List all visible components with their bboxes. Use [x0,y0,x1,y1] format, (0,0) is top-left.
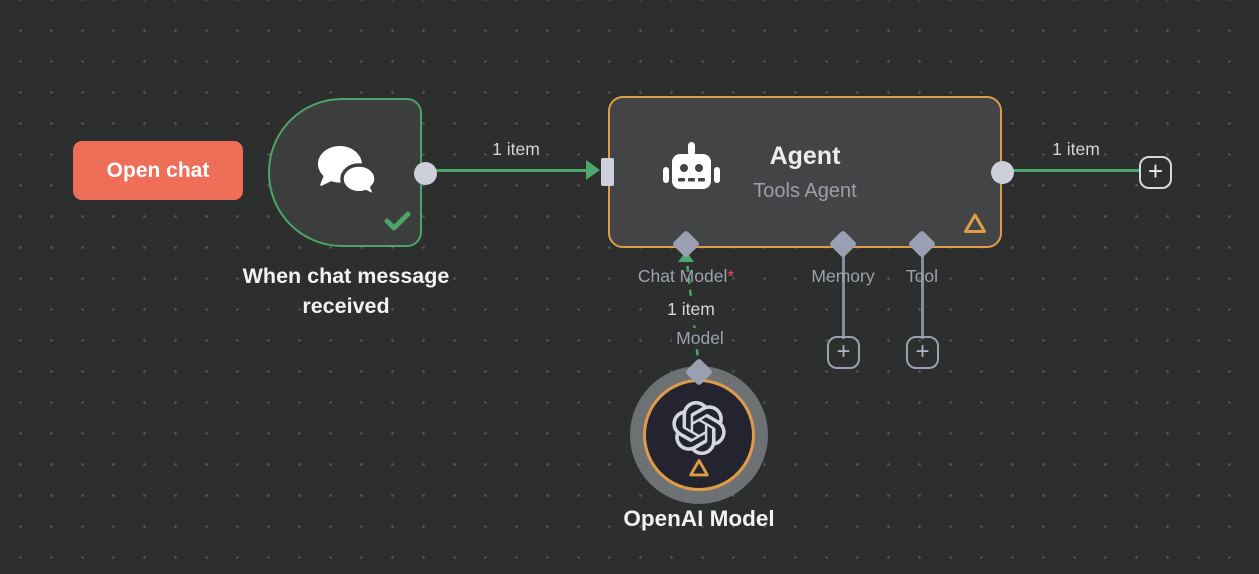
memory-stem-line [842,253,845,339]
node-openai-model[interactable] [630,366,768,504]
memory-port-label: Memory [811,266,875,286]
add-memory-button[interactable]: + [827,336,860,369]
warning-triangle-icon [964,213,986,233]
connection-agent-to-next[interactable] [1002,169,1140,172]
connection-trigger-to-agent[interactable] [425,169,590,172]
open-chat-button[interactable]: Open chat [73,141,243,200]
add-tool-button[interactable]: + [906,336,939,369]
connection-items-label: 1 item [492,139,540,159]
robot-icon [663,142,720,189]
model-connection-items-label: 1 item [631,299,751,320]
warning-triangle-icon [689,458,709,476]
plus-icon: + [836,337,851,365]
trigger-output-port[interactable] [414,162,437,185]
arrow-right-icon [586,160,600,180]
agent-input-port[interactable] [601,158,614,186]
agent-node-subtitle: Tools Agent [753,180,857,202]
openai-node-label: OpenAI Model [623,506,775,531]
openai-logo-icon [672,400,726,455]
tool-port-label: Tool [905,266,939,286]
connection-items-label: 1 item [1052,139,1100,159]
model-connection-port-label: Model [640,328,760,349]
required-asterisk: * [727,266,735,286]
agent-node-title: Agent [769,142,841,170]
add-node-button[interactable]: + [1139,156,1172,189]
chat-bubbles-icon [318,146,378,198]
success-check-icon [384,211,411,231]
chat-trigger-node-label: When chat message received [242,264,450,318]
node-agent[interactable]: Agent Tools Agent [608,96,1002,248]
plus-icon: + [1147,156,1164,186]
tool-stem-line [921,253,924,339]
node-chat-trigger[interactable] [268,98,422,247]
chat-model-port-label: Chat Model* [637,266,735,286]
plus-icon: + [915,337,930,365]
openai-node-body [643,379,755,491]
agent-output-port[interactable] [991,161,1014,184]
